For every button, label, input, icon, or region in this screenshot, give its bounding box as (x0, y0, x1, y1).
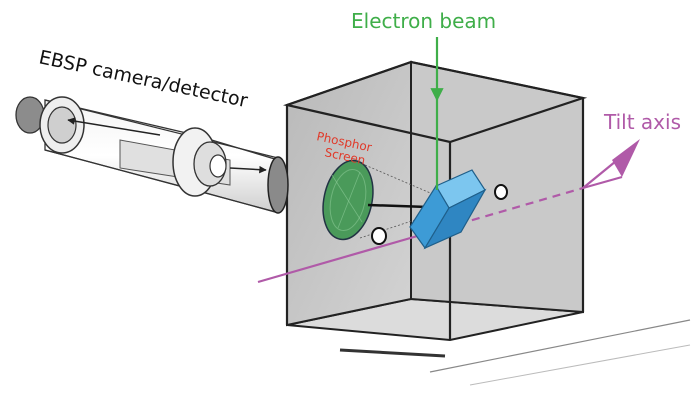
chamber-hole-left (371, 227, 387, 245)
tilt-axis (257, 139, 640, 284)
tilt-axis-label: Tilt axis (603, 110, 681, 134)
chamber-hole-right (494, 184, 508, 200)
tilted-sample (409, 169, 487, 250)
phosphor-screen (322, 159, 436, 241)
ebsp-camera-detector (15, 96, 289, 214)
electron-beam-label: Electron beam (351, 9, 496, 33)
floor-lines (339, 319, 691, 386)
